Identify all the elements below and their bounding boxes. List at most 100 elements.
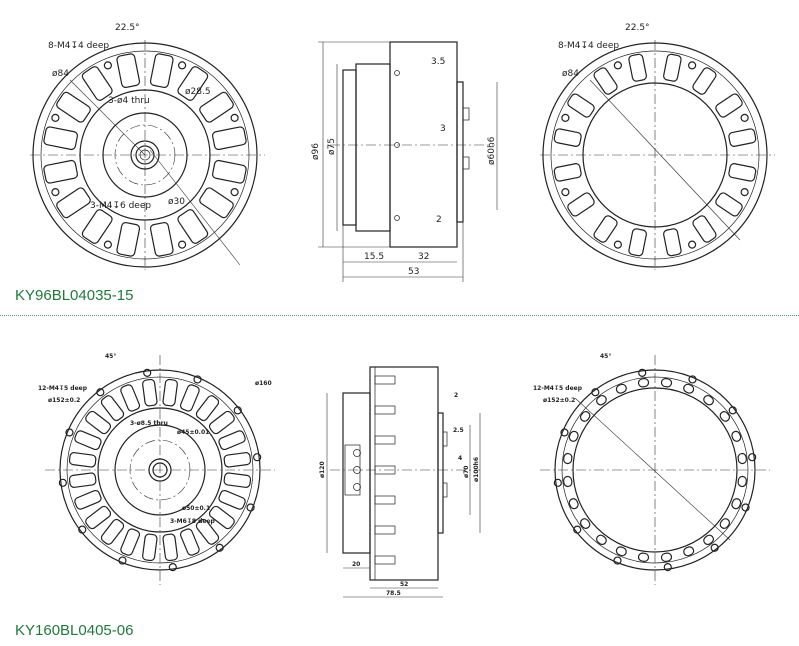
diameter-label: ø84 — [52, 69, 69, 79]
outer-holes-label: 12-M4↧5 deep — [533, 385, 583, 392]
cooling-slot — [692, 67, 717, 95]
fin — [374, 495, 396, 505]
cooling-slot — [68, 472, 97, 488]
mounting-hole — [253, 453, 262, 462]
mounting-hole — [96, 388, 105, 397]
cooling-slot — [212, 126, 247, 151]
inner-holes-label: 3-ø4 thru — [108, 96, 150, 106]
cooling-slot — [660, 378, 673, 388]
mounting-hole — [65, 428, 74, 437]
fin — [374, 525, 396, 535]
cooling-slot — [567, 192, 595, 217]
mounting-hole — [688, 61, 697, 70]
outer-holes-label: 8-M4↧4 deep — [48, 41, 109, 51]
cooling-slot — [199, 187, 234, 219]
diameter-label: ø60h6 — [487, 136, 497, 165]
mounting-hole — [638, 368, 647, 377]
thread-holes-label: 3-M6↧8 deep — [170, 518, 216, 525]
cooling-slot — [81, 66, 113, 101]
mounting-hole — [103, 240, 112, 249]
cooling-slot — [116, 222, 141, 257]
cooling-slot — [208, 505, 235, 530]
cooling-slot — [692, 215, 717, 243]
outer-holes-label: 12-M4↧5 deep — [38, 385, 88, 392]
cooling-slot — [56, 91, 91, 123]
mounting-hole — [561, 113, 570, 122]
mounting-hole — [118, 556, 127, 565]
diameter-label: ø45±0.01 — [177, 429, 209, 436]
cooling-slot — [715, 192, 743, 217]
mounting-hole — [193, 375, 202, 384]
mounting-hole — [613, 240, 622, 249]
cooling-slot — [628, 53, 647, 82]
mounting-hole — [51, 188, 60, 197]
cooling-slot — [563, 452, 573, 465]
mounting-hole — [168, 563, 177, 572]
fin — [374, 405, 396, 415]
diameter-label: ø28.5 — [185, 87, 211, 97]
mounting-hole — [710, 543, 719, 552]
ky96-side-view: ø96 ø75 ø60h6 3.5 3 2 15.5 32 53 — [311, 41, 498, 282]
cooling-slot — [85, 505, 112, 530]
diameter-label: ø84 — [562, 69, 579, 79]
inner-holes-label: 3-ø8.5 thru — [130, 420, 168, 427]
cooling-slot — [43, 159, 78, 184]
dimension-label: 52 — [400, 581, 408, 588]
model-title: KY160BL0405-06 — [15, 622, 134, 639]
mounting-hole — [688, 375, 697, 384]
mounting-hole — [748, 453, 757, 462]
cooling-slot — [208, 410, 235, 435]
cooling-slot — [628, 228, 647, 257]
mounting-hole — [246, 503, 255, 512]
ky160-side-view: ø120 ø70 ø100h6 2 2.5 4 20 52 78.5 — [319, 366, 481, 598]
mounting-hole — [58, 478, 67, 487]
cooling-slot — [149, 222, 174, 257]
cooling-slot — [142, 533, 158, 562]
cooling-slot — [85, 410, 112, 435]
cooling-slot — [100, 518, 125, 545]
cooling-slot — [199, 91, 234, 123]
cooling-slot — [43, 126, 78, 151]
mounting-hole — [233, 406, 242, 415]
dimension-label: 4 — [458, 455, 462, 462]
cooling-slot — [615, 383, 627, 394]
thread-holes-label: 3-M4↧6 deep — [90, 201, 151, 211]
diameter-label: ø120 — [319, 461, 326, 478]
mounting-hole — [230, 188, 239, 197]
cooling-slot — [56, 187, 91, 219]
dimension-label: 2.5 — [453, 427, 464, 434]
cooling-slot — [728, 128, 757, 147]
diameter-label: ø152±0.2 — [543, 397, 575, 404]
diameter-label: ø75 — [327, 138, 337, 155]
angle-label: 22.5° — [115, 23, 140, 33]
cooling-slot — [81, 209, 113, 244]
cooling-slot — [74, 430, 102, 451]
cooling-slot — [177, 66, 209, 101]
diameter-label: ø70 — [463, 466, 470, 478]
cooling-slot — [563, 475, 573, 488]
cooling-slot — [737, 452, 747, 465]
cooling-slot — [177, 209, 209, 244]
outer-holes-label: 8-M4↧4 deep — [558, 41, 619, 51]
cooling-slot — [637, 552, 650, 562]
angle-label: 45° — [105, 353, 116, 360]
section-divider — [0, 315, 799, 316]
diameter-label: ø152±0.2 — [48, 397, 80, 404]
diameter-label: ø160 — [255, 380, 272, 387]
mounting-hole — [728, 406, 737, 415]
mounting-hole — [230, 113, 239, 122]
mounting-hole — [561, 188, 570, 197]
cooling-slot — [615, 546, 627, 557]
cooling-slot — [731, 430, 742, 442]
mounting-hole — [78, 525, 87, 534]
mounting-hole — [740, 113, 749, 122]
fin — [374, 435, 396, 445]
cooling-slot — [568, 498, 579, 510]
dimension-label: 15.5 — [364, 252, 384, 262]
cooling-slot — [596, 394, 607, 406]
cooling-slot — [553, 128, 582, 147]
cooling-slot — [68, 452, 97, 468]
diameter-label: ø50±0.1 — [182, 505, 210, 512]
dimension-label: 53 — [408, 267, 419, 277]
cooling-slot — [162, 378, 178, 407]
